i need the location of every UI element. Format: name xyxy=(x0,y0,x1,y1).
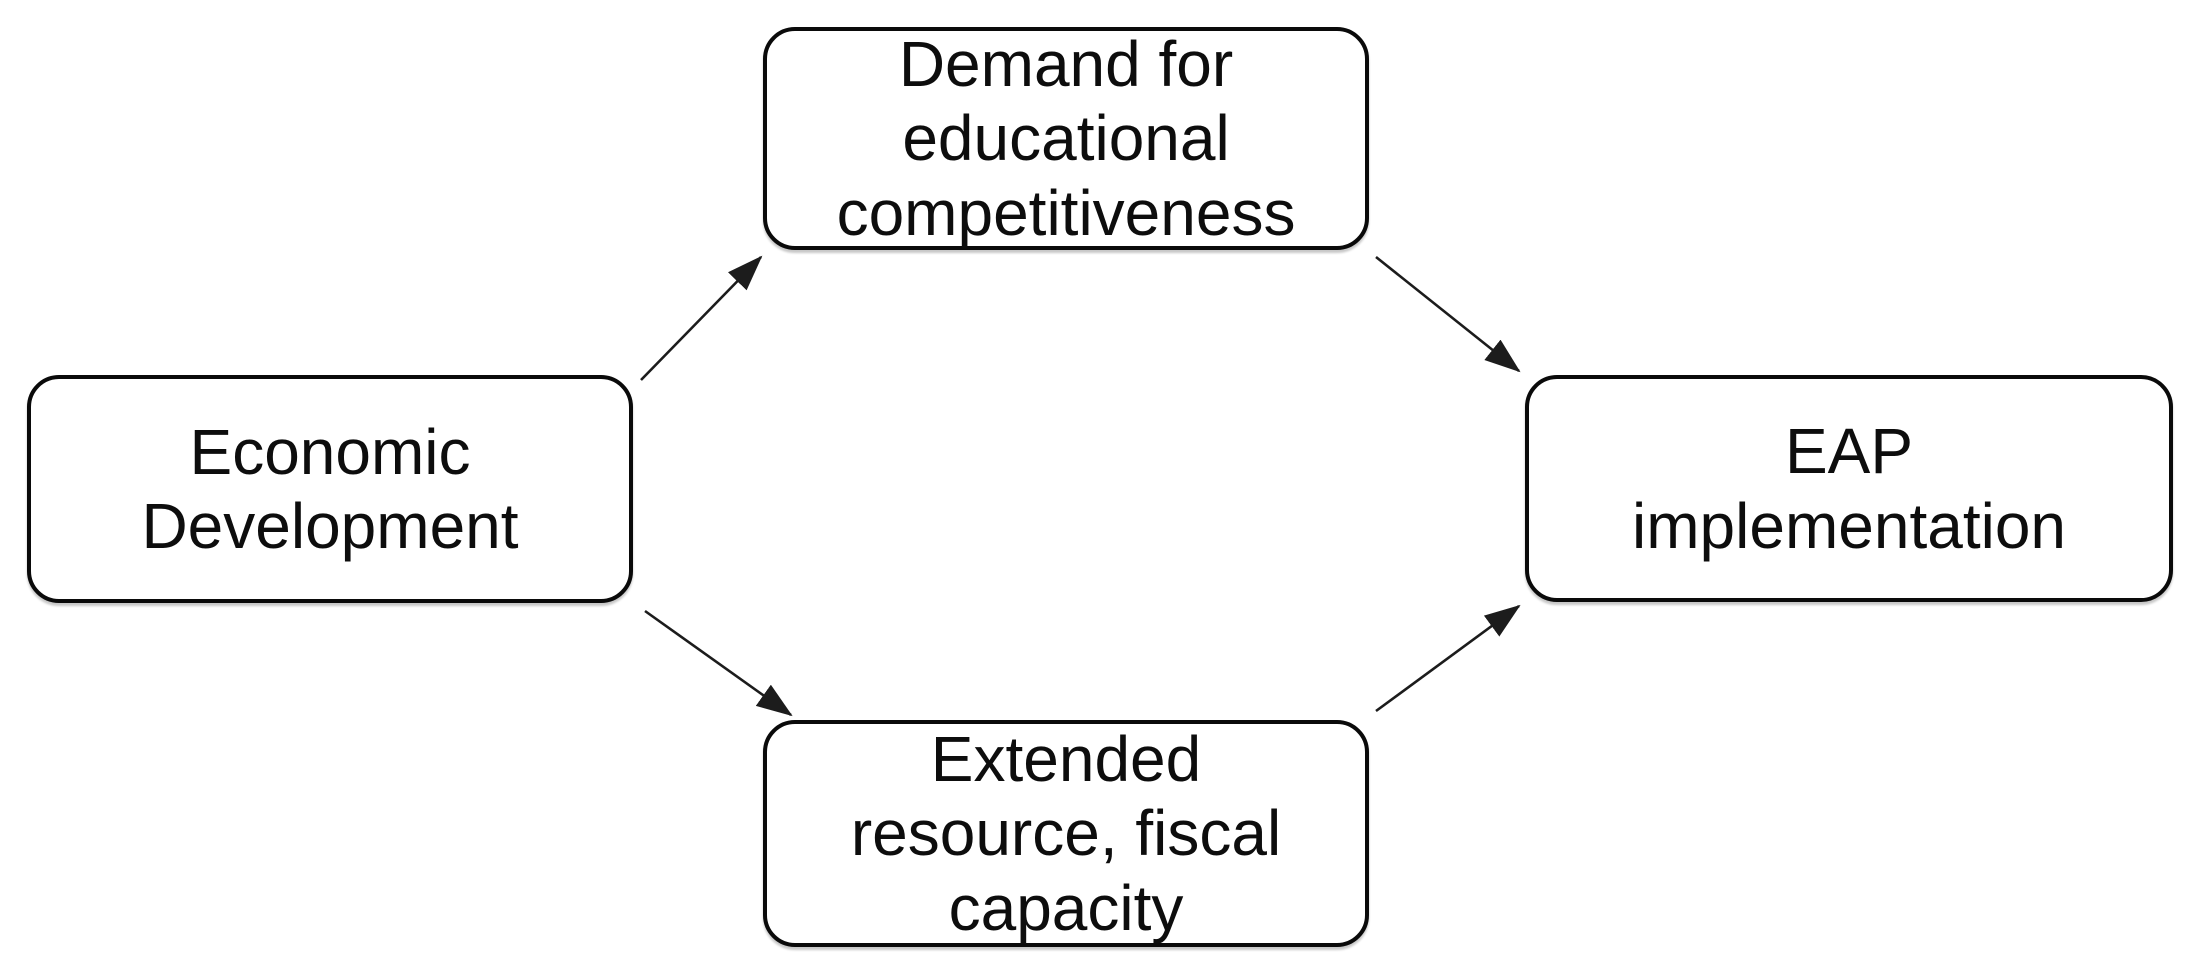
edge-economic-to-demand xyxy=(640,255,763,381)
node-eap-implementation: EAP implementation xyxy=(1525,375,2173,602)
node-demand-educational-competitiveness-label: Demand for educational competitiveness xyxy=(836,28,1296,249)
node-economic-development-label: Economic Development xyxy=(141,415,519,562)
edge-demand-to-eap xyxy=(1375,255,1521,373)
edge-extended-to-eap xyxy=(1375,604,1521,713)
node-extended-resource-fiscal-capacity-label: Extended resource, fiscal capacity xyxy=(850,723,1282,944)
node-economic-development: Economic Development xyxy=(27,375,633,603)
node-demand-educational-competitiveness: Demand for educational competitiveness xyxy=(763,27,1369,250)
node-eap-implementation-label: EAP implementation xyxy=(1632,415,2066,562)
node-extended-resource-fiscal-capacity: Extended resource, fiscal capacity xyxy=(763,720,1369,947)
edge-economic-to-extended xyxy=(644,609,793,717)
